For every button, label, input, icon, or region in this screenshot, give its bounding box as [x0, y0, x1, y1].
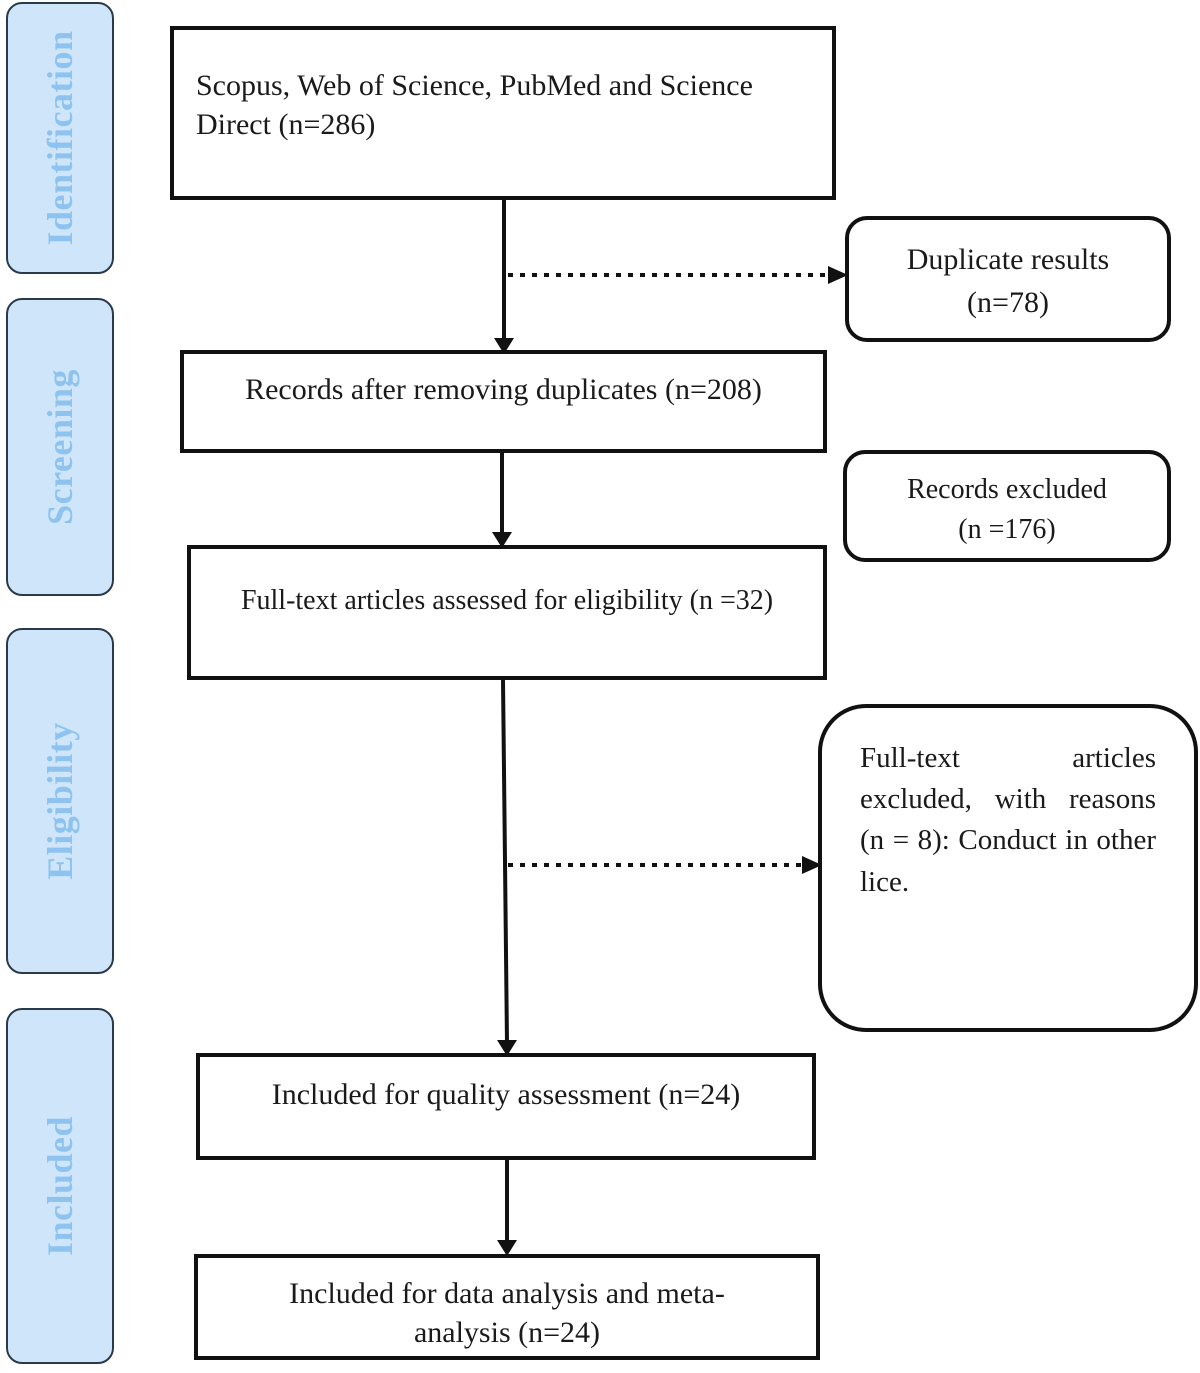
box-data-analysis: Included for data analysis and meta- ana…	[194, 1254, 820, 1360]
quality-assessment-text: Included for quality assessment (n=24)	[271, 1078, 741, 1111]
database-sources-text: Scopus, Web of Science, PubMed and Scien…	[196, 69, 753, 141]
arrow-fulltext-to-quality	[501, 679, 509, 1045]
arrowhead-fulltext-to-quality	[497, 1040, 517, 1056]
box-fulltext-excluded: Full-text articles excluded, with reason…	[818, 704, 1198, 1032]
box-records-excluded: Records excluded (n =176)	[843, 450, 1171, 562]
data-analysis-line-2: analysis (n=24)	[413, 1316, 601, 1349]
stage-identification: Identification	[6, 2, 114, 274]
stage-included: Included	[6, 1008, 114, 1364]
box-quality-assessment: Included for quality assessment (n=24)	[196, 1053, 816, 1160]
arrowhead-dedup-to-fulltext	[492, 532, 512, 548]
fulltext-excluded-text: Full-text articles excluded, with reason…	[860, 742, 1156, 898]
box-fulltext-assessed: Full-text articles assessed for eligibil…	[187, 545, 827, 680]
records-excluded-count: (n =176)	[958, 514, 1056, 546]
records-after-duplicates-text: Records after removing duplicates (n=208…	[245, 373, 762, 406]
stage-eligibility: Eligibility	[6, 628, 114, 974]
arrowhead-duplicates	[828, 266, 848, 284]
box-records-after-duplicates: Records after removing duplicates (n=208…	[180, 350, 827, 453]
records-excluded-label: Records excluded	[907, 474, 1107, 505]
arrowhead-sources-to-dedup	[494, 338, 514, 354]
fulltext-assessed-text: Full-text articles assessed for eligibil…	[240, 585, 774, 616]
stage-screening: Screening	[6, 298, 114, 596]
arrowhead-fulltext-excluded	[802, 856, 822, 874]
data-analysis-line-1: Included for data analysis and meta-	[289, 1277, 725, 1310]
box-duplicate-results: Duplicate results (n=78)	[845, 216, 1171, 342]
duplicate-results-count: (n=78)	[967, 286, 1049, 319]
arrowhead-quality-to-analysis	[497, 1240, 517, 1256]
box-database-sources: Scopus, Web of Science, PubMed and Scien…	[170, 26, 836, 200]
duplicate-results-label: Duplicate results	[906, 243, 1110, 276]
